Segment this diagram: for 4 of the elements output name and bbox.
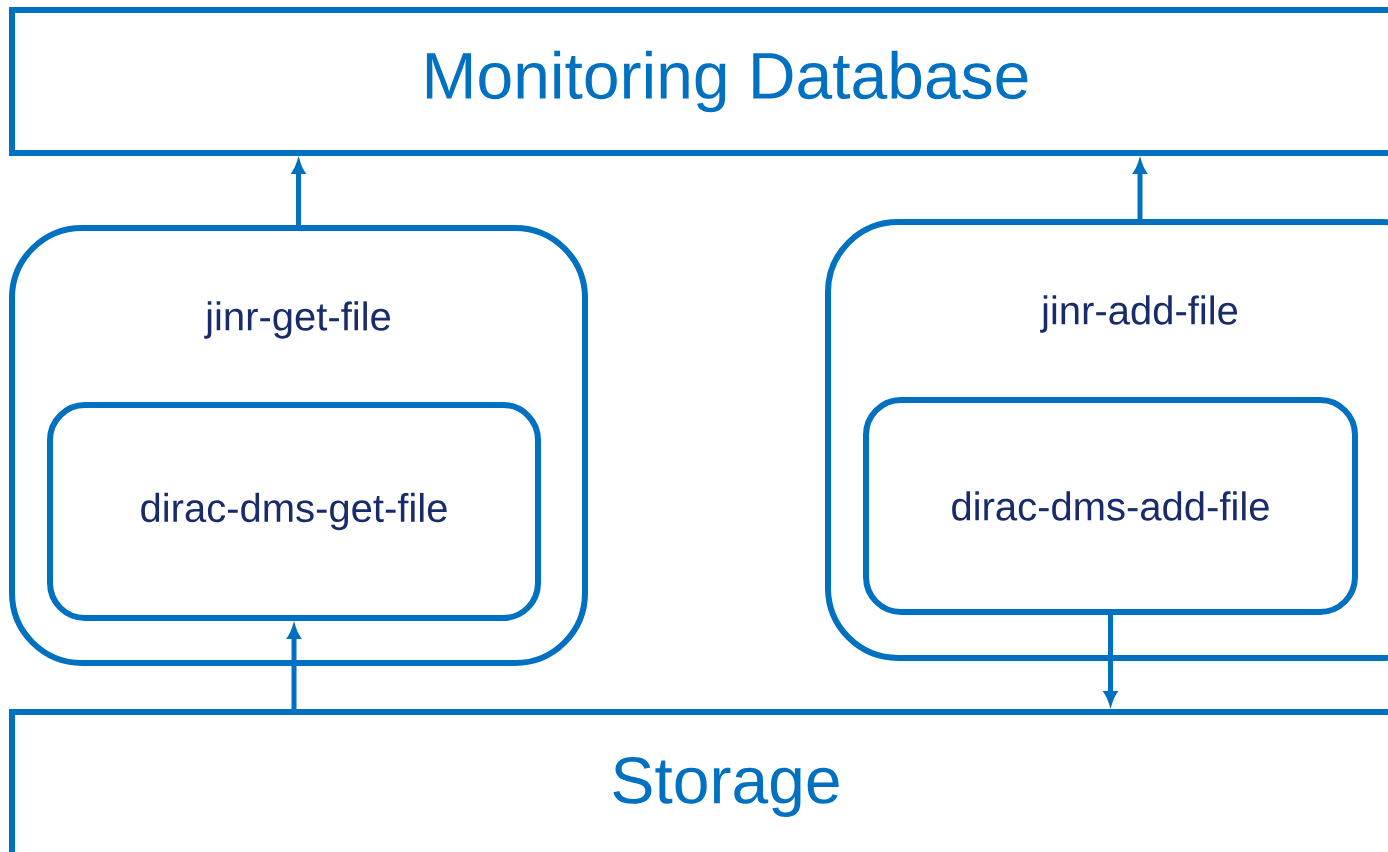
system-box: Storage [9,709,1388,852]
rounded-box: dirac-dms-get-file [47,402,541,621]
rounded-box: dirac-dms-add-file [863,397,1358,615]
system-box: Monitoring Database [9,7,1388,156]
